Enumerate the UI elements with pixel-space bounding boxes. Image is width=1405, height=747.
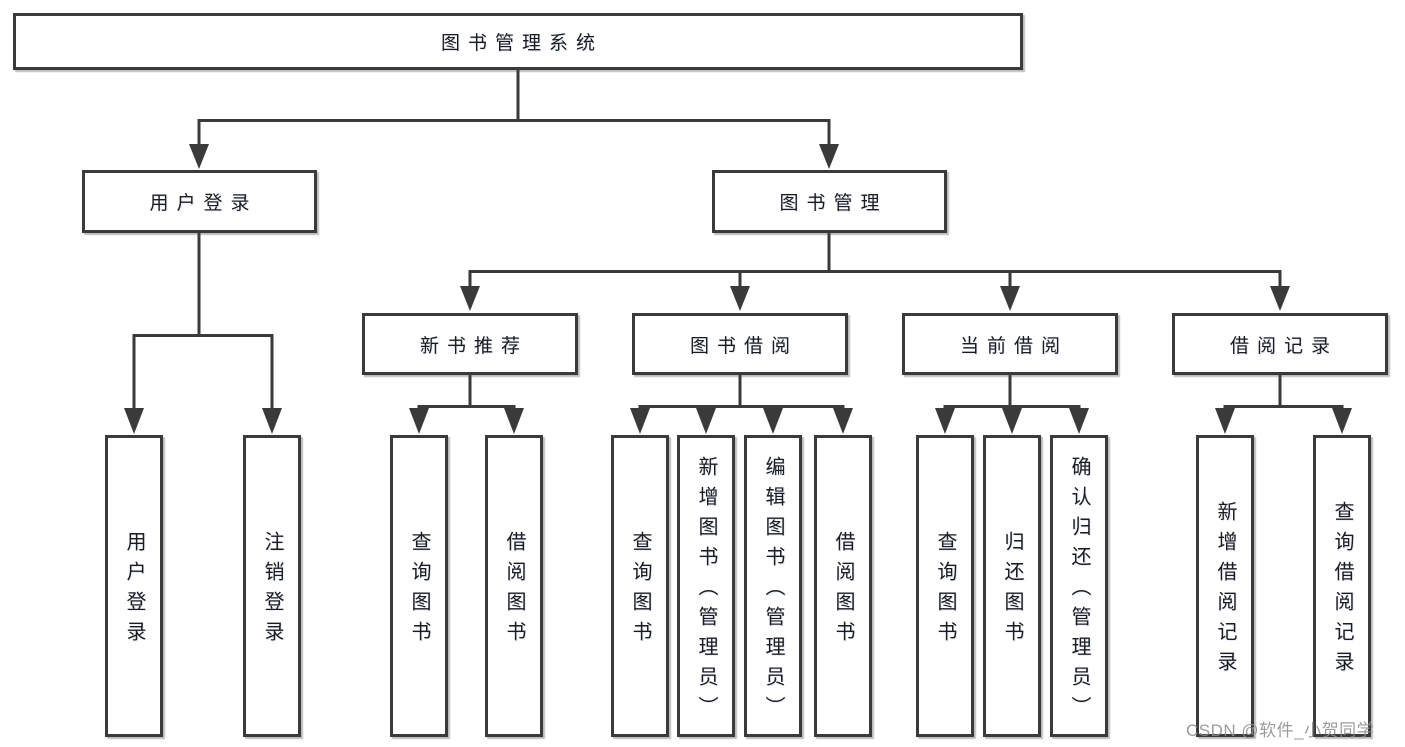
leaf-label: 查询图书 — [629, 531, 651, 651]
leaf-user-login: 用户登录 — [105, 435, 163, 737]
arrowhead — [763, 408, 783, 434]
arrowhead — [504, 408, 524, 434]
leaf-label: 新增图书（管理员） — [695, 456, 717, 726]
node-label: 当前借阅 — [959, 335, 1068, 357]
node-label: 图书管理系统 — [440, 33, 603, 54]
csdn-watermark: CSDN @软件_小贺同学 — [1186, 721, 1375, 740]
node-new-book-recommend: 新书推荐 — [362, 313, 578, 375]
arrowhead — [935, 408, 955, 434]
node-book-management: 图书管理 — [712, 170, 947, 233]
leaf-label: 借阅图书 — [503, 531, 525, 651]
leaf-query-books-borrow: 查询图书 — [611, 435, 669, 737]
node-label: 图书管理 — [779, 193, 888, 214]
leaf-query-books-current: 查询图书 — [916, 435, 974, 737]
leaf-add-borrow-record: 新增借阅记录 — [1196, 435, 1254, 737]
arrowhead — [819, 144, 839, 169]
leaf-label: 编辑图书（管理员） — [762, 456, 784, 726]
leaf-add-book-admin: 新增图书（管理员） — [677, 435, 735, 737]
node-book-borrow: 图书借阅 — [632, 313, 848, 375]
arrowhead — [1069, 408, 1089, 434]
leaf-label: 查询借阅记录 — [1331, 501, 1353, 681]
leaf-borrow-books-recommend: 借阅图书 — [485, 435, 543, 737]
arrowhead — [833, 408, 853, 434]
arrowhead — [630, 408, 650, 434]
node-label: 图书借阅 — [689, 335, 798, 357]
leaf-logout: 注销登录 — [243, 435, 301, 737]
node-label: 新书推荐 — [419, 335, 528, 357]
node-current-borrow: 当前借阅 — [902, 313, 1118, 375]
leaf-edit-book-admin: 编辑图书（管理员） — [744, 435, 802, 737]
node-label: 用户登录 — [149, 193, 258, 214]
node-borrow-records: 借阅记录 — [1172, 313, 1388, 375]
node-library-system: 图书管理系统 — [13, 13, 1023, 70]
leaf-query-books-recommend: 查询图书 — [390, 435, 448, 737]
arrowhead — [730, 286, 750, 311]
leaf-label: 归还图书 — [1001, 531, 1023, 651]
node-user-login: 用户登录 — [82, 170, 317, 233]
arrowhead — [1002, 408, 1022, 434]
leaf-label: 注销登录 — [261, 531, 283, 651]
leaf-query-borrow-record: 查询借阅记录 — [1313, 435, 1371, 737]
arrowhead — [1000, 286, 1020, 311]
leaf-label: 查询图书 — [934, 531, 956, 651]
arrowhead — [1270, 286, 1290, 311]
node-label: 借阅记录 — [1229, 335, 1338, 357]
leaf-label: 确认归还（管理员） — [1068, 456, 1090, 726]
leaf-borrow-books: 借阅图书 — [814, 435, 872, 737]
leaf-label: 用户登录 — [123, 531, 145, 651]
arrowhead — [1332, 408, 1352, 434]
leaf-confirm-return-admin: 确认归还（管理员） — [1050, 435, 1108, 737]
arrowhead — [1215, 408, 1235, 434]
arrowhead — [124, 408, 144, 434]
arrowhead — [409, 408, 429, 434]
arrowhead — [696, 408, 716, 434]
leaf-label: 新增借阅记录 — [1214, 501, 1236, 681]
arrowhead — [460, 286, 480, 311]
leaf-label: 查询图书 — [408, 531, 430, 651]
leaf-return-book: 归还图书 — [983, 435, 1041, 737]
arrowhead — [189, 144, 209, 169]
arrowhead — [262, 408, 282, 434]
leaf-label: 借阅图书 — [832, 531, 854, 651]
